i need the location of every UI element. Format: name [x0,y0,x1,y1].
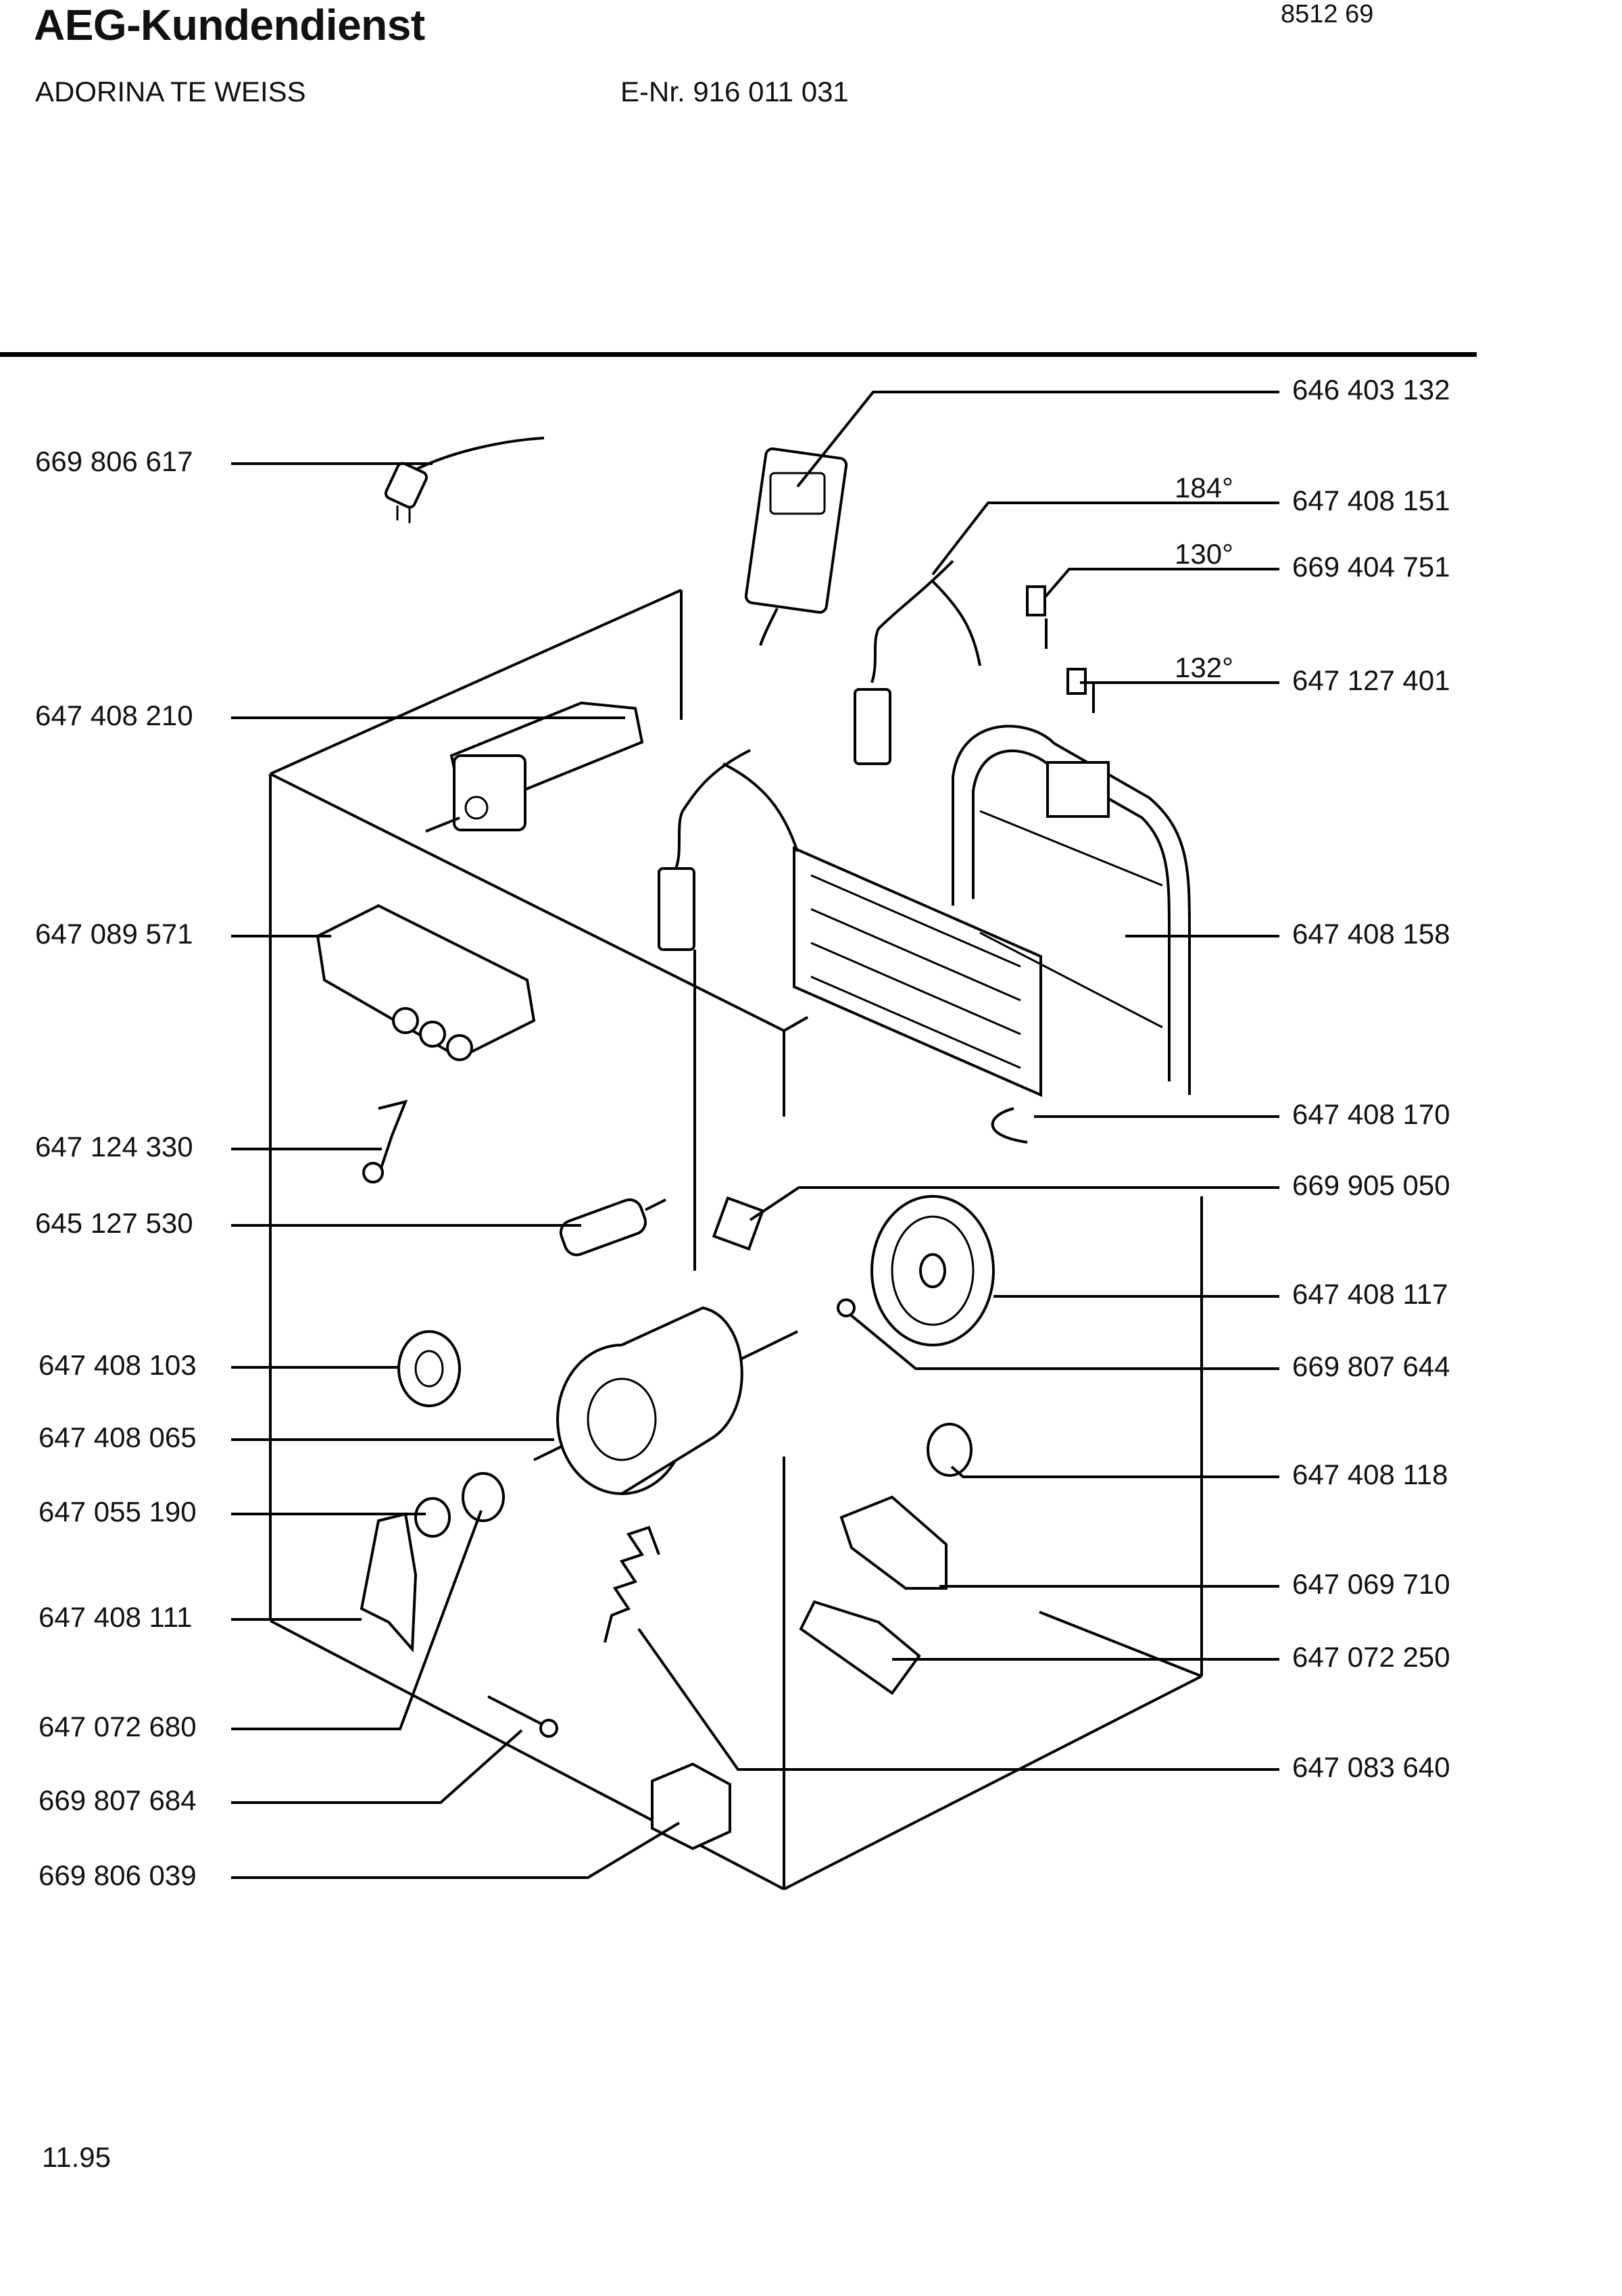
part-label-647072250: 647 072 250 [1292,1641,1450,1673]
wiring-harness-upper [854,560,981,765]
bearing-parts [360,1472,505,1653]
wiring-harness-lower [658,749,799,951]
part-label-647072680: 647 072 680 [39,1711,197,1742]
angle-label-184: 184° [1175,472,1233,504]
part-label-669806617: 669 806 617 [35,445,193,477]
part-label-647069710: 647 069 710 [1292,1568,1450,1600]
part-label-645127530: 645 127 530 [35,1207,193,1239]
issue-date: 11.95 [42,2141,111,2173]
part-label-647055190: 647 055 190 [39,1496,197,1528]
part-label-669806039: 669 806 039 [39,1859,197,1891]
document-number: 8512 69 [1281,0,1374,28]
part-label-669404751: 669 404 751 [1292,551,1450,583]
part-label-646403132: 646 403 132 [1292,374,1450,406]
right-part-labels: 646 403 132 647 408 151 669 404 751 647 … [1292,374,1450,1783]
screw [487,1695,558,1738]
part-label-647408151: 647 408 151 [1292,485,1450,516]
part-label-669807644: 669 807 644 [1292,1350,1450,1382]
heater-frame [952,725,1191,1095]
capacitor [559,1198,666,1256]
tension-spring [604,1525,660,1643]
program-selector-switches [316,904,536,1061]
part-label-669807684: 669 807 684 [39,1784,197,1816]
part-label-647408158: 647 408 158 [1292,918,1450,950]
part-label-647124330: 647 124 330 [35,1131,193,1163]
door-latch-parts [799,1495,948,1695]
left-part-labels: 669 806 617 647 408 210 647 089 571 647 … [35,445,197,1891]
leader-lines [231,391,1279,1879]
angle-label-130: 130° [1175,538,1233,570]
clip-ring [837,1298,856,1317]
temperature-limiters [1026,585,1087,695]
connector-block [651,1762,731,1851]
part-label-647408111: 647 408 111 [39,1601,192,1633]
pulley-wheel [397,1330,461,1407]
housing-outline [269,589,1203,1890]
part-label-647408170: 647 408 170 [1292,1098,1450,1130]
part-label-669905050: 669 905 050 [1292,1169,1450,1201]
part-label-647089571: 647 089 571 [35,918,193,950]
heating-element-panel [793,846,1042,1144]
blower-fan-wheel [870,1195,995,1346]
part-label-647127401: 647 127 401 [1292,664,1450,696]
part-label-647408210: 647 408 210 [35,700,193,731]
part-label-647408117: 647 408 117 [1292,1278,1448,1310]
power-cord-plug [384,437,545,523]
angle-label-132: 132° [1175,652,1233,683]
part-label-647408065: 647 408 065 [39,1421,197,1453]
part-label-647408118: 647 408 118 [1292,1459,1448,1490]
part-label-647083640: 647 083 640 [1292,1751,1450,1783]
small-switch [712,1196,765,1251]
header-rule [0,352,1477,357]
microswitch-bracket [362,1100,408,1183]
part-label-647408103: 647 408 103 [39,1349,197,1381]
brand-title: AEG-Kundendienst [34,1,425,49]
thermostat [927,1423,973,1477]
interference-filter [744,447,848,646]
drive-motor [533,1306,798,1495]
angle-labels: 184° 130° 132° [1175,472,1233,683]
electronic-timer [425,701,644,833]
e-number: E-Nr. 916 011 031 [620,76,849,107]
model-name: ADORINA TE WEISS [35,76,306,107]
